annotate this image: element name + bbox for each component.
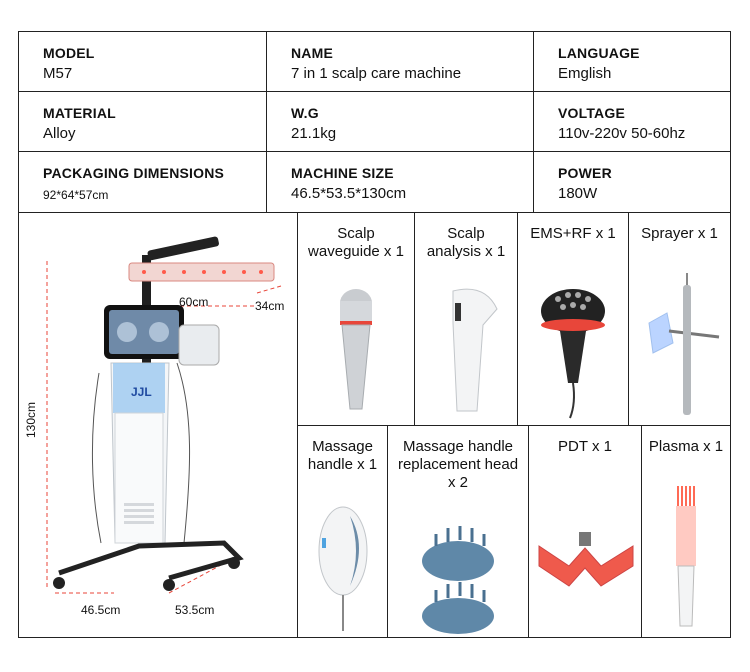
ems-rf-brush-icon xyxy=(541,289,605,419)
machine-image-cell: JJL 60cm 34cm 130cm 46.5cm 53.5cm xyxy=(19,213,298,637)
spec-label: W.G xyxy=(291,105,319,121)
spec-value: 180W xyxy=(558,185,598,202)
spec-value: 46.5*53.5*130cm xyxy=(291,185,407,202)
spec-value: 21.1kg xyxy=(291,125,337,142)
spec-label: MACHINE SIZE xyxy=(291,165,394,181)
spec-cell-language: LANGUAGE Emglish xyxy=(534,32,730,92)
spec-label: PACKAGING DIMENSIONS xyxy=(43,165,225,181)
waveguide-handle-icon xyxy=(340,289,372,410)
spec-cell-power: POWER 180W xyxy=(534,152,730,213)
spec-label: VOLTAGE xyxy=(558,105,625,121)
spec-cell-model: MODEL M57 xyxy=(19,32,267,92)
product-spec-sheet: MODEL M57 NAME 7 in 1 scalp care machine… xyxy=(18,31,731,638)
spec-value: 110v-220v 50-60hz xyxy=(558,125,686,142)
spec-cell-weight: W.G 21.1kg xyxy=(267,92,534,152)
spec-label: MODEL xyxy=(43,45,95,61)
spec-cell-machine-size: MACHINE SIZE 46.5*53.5*130cm xyxy=(267,152,534,213)
accessory-plasma: Plasma x 1 xyxy=(642,426,730,637)
spec-label: NAME xyxy=(291,45,334,61)
accessory-ems-rf: EMS+RF x 1 xyxy=(518,213,629,426)
accessory-pdt: PDT x 1 xyxy=(529,426,642,637)
pdt-panel-icon xyxy=(538,532,634,587)
replacement-head-icon xyxy=(422,526,494,634)
dim-base-a: 46.5cm xyxy=(81,603,121,617)
spec-label: LANGUAGE xyxy=(558,45,640,61)
dim-depth: 34cm xyxy=(255,299,285,313)
spec-value: 7 in 1 scalp care machine xyxy=(291,65,462,82)
sprayer-gun-icon xyxy=(648,273,720,415)
spec-cell-name: NAME 7 in 1 scalp care machine xyxy=(267,32,534,92)
spec-value: 92*64*57cm xyxy=(43,188,109,202)
dim-width: 60cm xyxy=(179,295,209,309)
machine-illustration: JJL xyxy=(46,236,282,594)
dim-height: 130cm xyxy=(24,401,39,439)
accessory-label: PDT x 1 xyxy=(558,438,612,455)
spec-value: Emglish xyxy=(558,65,612,82)
dim-base-b: 53.5cm xyxy=(175,603,215,617)
plasma-comb-icon xyxy=(676,486,696,627)
spec-label: POWER xyxy=(558,165,612,181)
spec-cell-packaging: PACKAGING DIMENSIONS 92*64*57cm xyxy=(19,152,267,213)
accessory-label: EMS+RF x 1 xyxy=(530,225,616,242)
spec-value: Alloy xyxy=(43,125,76,142)
spec-label: MATERIAL xyxy=(43,105,116,121)
accessory-sprayer: Sprayer x 1 xyxy=(629,213,730,426)
massage-handle-icon xyxy=(318,506,368,631)
analysis-probe-icon xyxy=(452,288,498,412)
spec-value: M57 xyxy=(43,65,73,82)
machine-logo: JJL xyxy=(131,385,152,399)
spec-cell-material: MATERIAL Alloy xyxy=(19,92,267,152)
accessory-label: Sprayer x 1 xyxy=(641,225,718,242)
spec-cell-voltage: VOLTAGE 110v-220v 50-60hz xyxy=(534,92,730,152)
accessory-label: Plasma x 1 xyxy=(648,438,724,455)
